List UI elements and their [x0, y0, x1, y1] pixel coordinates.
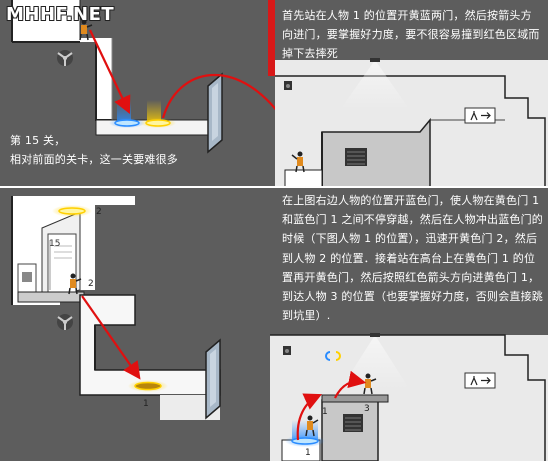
- level-note: 第 15 关， 相对前面的关卡，这一关要难很多: [10, 131, 210, 169]
- label-figure-3: 3: [364, 404, 370, 414]
- bottom-instruction: 在上图右边人物的位置开蓝色门，使人物在黄色门 1 和蓝色门 1 之间不停穿越，然…: [282, 191, 544, 325]
- camera-icon-bottom: [283, 346, 291, 355]
- label-figure-2: 2: [88, 279, 94, 289]
- fan-icon: [57, 50, 73, 66]
- bottom-panel: 2 2 1 1 1 3 15: [0, 188, 548, 461]
- top-instruction-text: 首先站在人物 1 的位置开黄蓝两门，然后按箭头方向进门，要掌握好力度，要不很容易…: [282, 9, 540, 60]
- top-panel: [0, 0, 548, 188]
- fan-icon-bottom: [57, 314, 73, 330]
- top-instruction: 首先站在人物 1 的位置开黄蓝两门，然后按箭头方向进门，要掌握好力度，要不很容易…: [282, 6, 540, 63]
- figure-top-left: [79, 19, 93, 41]
- label-figure-1-lower: 1: [305, 448, 311, 458]
- portal-indicator-icon: [325, 351, 341, 361]
- level-line-1: 第 15 关，: [10, 134, 66, 147]
- label-figure-1-upper: 1: [322, 407, 328, 417]
- hazard-red-wall: [268, 0, 275, 76]
- exit-sign-icon-bottom: [464, 372, 496, 389]
- level-line-2: 相对前面的关卡，这一关要难很多: [10, 153, 178, 166]
- vent-grate: [345, 148, 367, 166]
- figure-top-right: [291, 151, 305, 173]
- figure-2: [68, 273, 82, 295]
- top-left-room: [12, 0, 210, 130]
- site-logo: MHHF.NET: [6, 4, 115, 25]
- label-portal-yellow-1: 1: [143, 399, 149, 409]
- label-portal-yellow-2: 2: [96, 207, 102, 217]
- door-sign-number: 15: [49, 239, 60, 249]
- exit-sign-icon: [464, 107, 496, 124]
- figure-3: [363, 373, 377, 395]
- figure-1: [305, 415, 319, 437]
- camera-icon: [284, 81, 292, 90]
- bottom-instruction-text: 在上图右边人物的位置开蓝色门，使人物在黄色门 1 和蓝色门 1 之间不停穿越，然…: [282, 194, 543, 323]
